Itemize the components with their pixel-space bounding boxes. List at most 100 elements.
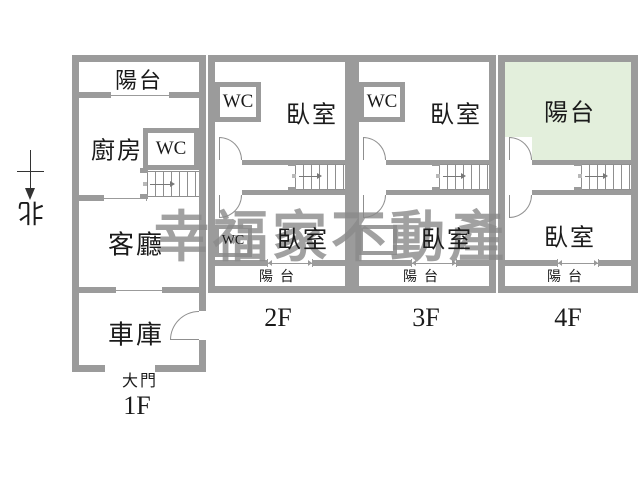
room-label-wc-1f: WC — [155, 138, 187, 159]
room-label-bedroom-4f: 臥室 — [544, 225, 596, 252]
door-opening-gap — [199, 311, 206, 340]
room-label-bedroom-top-3f: 臥室 — [430, 102, 482, 129]
stair-arrow-head-icon — [461, 173, 466, 179]
room-label-wc-top-3f: WC — [366, 91, 398, 112]
dimension-arrow-icon — [452, 260, 456, 266]
room-label-balcony-bottom-4f: 陽台 — [547, 270, 589, 285]
wall-segment — [163, 287, 199, 293]
north-label: 北 — [15, 197, 45, 227]
wall-segment — [599, 260, 631, 266]
wall-segment — [457, 260, 489, 266]
main-door-label: 大門 — [121, 373, 159, 390]
stair-direction-arrow — [299, 176, 317, 177]
floor-label-4f: 4F — [554, 303, 582, 332]
wc-room-top-2f — [215, 82, 261, 122]
stair-note-mark — [143, 182, 147, 186]
stair-note-mark — [436, 174, 440, 178]
floorplan-1f: 陽台 廚房 WC 客廳 車庫 — [72, 55, 206, 372]
room-label-wc-top-2f: WC — [222, 91, 254, 112]
room-label-bedroom-bottom-3f: 臥室 — [421, 227, 473, 254]
room-label-balcony-2f: 陽台 — [259, 270, 301, 285]
room-label-garage: 車庫 — [107, 320, 165, 350]
stair-direction-arrow — [443, 176, 461, 177]
stair-cap — [140, 194, 148, 199]
main-door-gap — [105, 365, 155, 372]
stair-cap — [574, 161, 582, 166]
dimension-tick — [456, 259, 457, 267]
wc-room-top-3f — [359, 82, 405, 122]
opening-line — [110, 95, 170, 96]
stair-note-mark — [292, 174, 296, 178]
wall-segment — [532, 190, 631, 195]
floor-label-2f: 2F — [264, 303, 292, 332]
dimension-arrow-icon — [594, 260, 598, 266]
room-label-wc-bottom-2f: WC — [221, 233, 245, 248]
stair-note-mark — [578, 174, 582, 178]
wall-segment — [386, 190, 489, 195]
room-label-kitchen: 廚房 — [91, 138, 143, 165]
opening-line — [103, 198, 147, 199]
dimension-arrow-icon — [558, 260, 562, 266]
floorplan-2f: WC 臥室 WC 臥室 陽台 — [208, 55, 352, 293]
stair-arrow-head-icon — [317, 173, 322, 179]
exterior-wall-3f — [352, 55, 496, 293]
wall-segment — [170, 92, 199, 98]
wall-segment — [215, 260, 267, 266]
opening-tick — [115, 287, 116, 293]
agency-watermark: 幸福家不動產 — [154, 207, 509, 268]
stair-cap — [288, 161, 296, 166]
dimension-line — [557, 263, 599, 264]
north-arrow-head-icon — [25, 188, 35, 200]
opening-tick — [110, 92, 111, 98]
north-arrow-shaft — [30, 150, 31, 188]
floor-label-3f: 3F — [412, 303, 440, 332]
stair-arrow-head-icon — [170, 181, 175, 187]
dimension-tick — [411, 259, 412, 267]
room-label-balcony-top-4f: 陽台 — [544, 100, 596, 127]
stair-direction-arrow — [150, 184, 170, 185]
room-label-balcony-3f: 陽台 — [403, 270, 445, 285]
wall-segment — [79, 92, 110, 98]
opening-tick — [169, 92, 170, 98]
opening-tick — [103, 195, 104, 201]
dimension-tick — [557, 259, 558, 267]
opening-tick — [162, 287, 163, 293]
room-label-bedroom-bottom-2f: 臥室 — [277, 227, 329, 254]
stair-arrow-head-icon — [603, 173, 608, 179]
stairs-3f — [439, 164, 489, 190]
floorplan-4f: 陽台 臥室 陽台 — [498, 55, 638, 293]
stair-cap — [140, 168, 148, 173]
dimension-arrow-icon — [308, 260, 312, 266]
dimension-arrow-icon — [268, 260, 272, 266]
room-label-balcony-1f: 陽台 — [114, 68, 164, 93]
dimension-line — [267, 263, 313, 264]
floorplan-3f: WC 臥室 臥室 陽台 — [352, 55, 496, 293]
wall-segment — [313, 260, 345, 266]
opening-line — [115, 290, 163, 291]
wall-segment — [79, 195, 103, 201]
floor-label-1f: 1F — [123, 391, 151, 420]
north-arrow-crossbar — [17, 171, 44, 172]
door-leaf — [170, 339, 199, 340]
dimension-tick — [598, 259, 599, 267]
stair-direction-arrow — [585, 176, 603, 177]
dimension-line — [411, 263, 457, 264]
stair-cap — [432, 161, 440, 166]
stair-cap — [288, 187, 296, 192]
stair-cap — [432, 187, 440, 192]
stair-cap — [574, 187, 582, 192]
wc-room-bottom-2f — [215, 225, 252, 257]
dimension-tick — [312, 259, 313, 267]
wall-segment — [505, 260, 557, 266]
room-label-living: 客廳 — [107, 230, 165, 260]
exterior-wall-2f — [208, 55, 352, 293]
room-label-bedroom-top-2f: 臥室 — [286, 102, 338, 129]
wc-room-1f — [143, 128, 199, 170]
exterior-wall-4f — [498, 55, 638, 293]
wall-segment — [242, 190, 345, 195]
dimension-arrow-icon — [412, 260, 416, 266]
dimension-tick — [267, 259, 268, 267]
wc-room-bottom-3f — [359, 225, 397, 255]
wall-segment — [359, 260, 411, 266]
